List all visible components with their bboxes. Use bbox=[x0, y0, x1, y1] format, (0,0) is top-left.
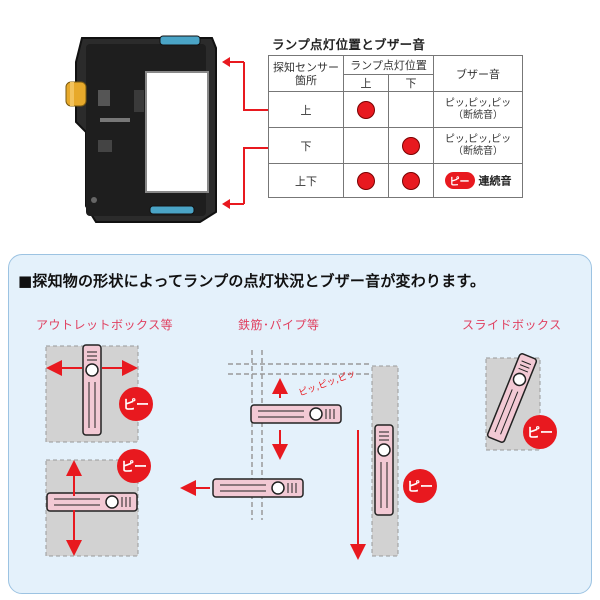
buzzer-cell: ピッ,ピッ,ピッ （断続音） bbox=[433, 91, 523, 128]
slide-box-caption: スライドボックス bbox=[462, 318, 562, 332]
lamp-on-indicator bbox=[357, 100, 375, 119]
outlet-box-caption: アウトレットボックス等 bbox=[36, 318, 174, 332]
lamp-on-indicator bbox=[357, 171, 375, 190]
table-row: 上 ピッ,ピッ,ピッ （断続音） bbox=[268, 91, 523, 128]
lamp-top-cell bbox=[343, 91, 389, 128]
pipe-caption: 鉄筋･パイプ等 bbox=[238, 318, 320, 332]
panel-heading: ■探知物の形状によってランプの点灯状況とブザー音が変わります。 bbox=[18, 272, 486, 290]
table-row: 上下 ピー連続音 bbox=[268, 163, 523, 198]
bottom-lamp-arrow bbox=[222, 147, 268, 209]
top-lamp-arrow bbox=[222, 57, 268, 111]
lamp-top-cell bbox=[343, 163, 389, 198]
beep-label: ピー bbox=[407, 480, 433, 495]
detector-device bbox=[65, 35, 217, 223]
row-label: 上下 bbox=[268, 163, 344, 198]
lamp-bottom-cell bbox=[388, 163, 434, 198]
buzzer-cell: ピー連続音 bbox=[433, 163, 523, 198]
lamp-on-indicator bbox=[402, 136, 420, 155]
beep-label: ピー bbox=[527, 426, 553, 441]
buzzer-type: 連続音 bbox=[478, 174, 512, 188]
buzzer-type: （断続音） bbox=[453, 109, 503, 121]
sensor-header-line1: 探知センサー bbox=[273, 60, 339, 74]
detector-window bbox=[145, 71, 209, 193]
bottom-level-vial bbox=[149, 205, 195, 215]
slide-box-diagram: ピー bbox=[485, 352, 557, 451]
beep-badge: ピー bbox=[444, 172, 475, 189]
sensor-header-line2: 箇所 bbox=[295, 73, 317, 87]
beep-label: ピー bbox=[121, 460, 147, 475]
row-label: 上 bbox=[268, 91, 344, 128]
lamp-position-header: ランプ点灯位置 bbox=[343, 55, 434, 75]
lamp-buzzer-table: 探知センサー 箇所 ランプ点灯位置 ブザー音 上 下 上 ピッ,ピッ,ピッ （断… bbox=[268, 55, 523, 198]
pipe-diagram: ピッ,ピッ,ピッ ピー bbox=[180, 350, 437, 560]
outlet-box-diagram: ピー ピー bbox=[45, 344, 153, 557]
buzzer-header: ブザー音 bbox=[433, 55, 523, 92]
top-level-vial bbox=[159, 35, 201, 46]
buzzer-sound: ピッ,ピッ,ピッ bbox=[444, 97, 512, 109]
lamp-on-indicator bbox=[402, 171, 420, 190]
table-title: ランプ点灯位置とブザー音 bbox=[272, 37, 426, 52]
row-label: 下 bbox=[268, 127, 344, 164]
lamp-bottom-cell bbox=[388, 91, 434, 128]
intermittent-beep-label: ピッ,ピッ,ピッ bbox=[297, 368, 357, 399]
beep-label: ピー bbox=[123, 398, 149, 413]
sensor-header: 探知センサー 箇所 bbox=[268, 55, 344, 92]
buzzer-type: （断続音） bbox=[453, 145, 503, 157]
buzzer-sound: ピッ,ピッ,ピッ bbox=[444, 133, 512, 145]
